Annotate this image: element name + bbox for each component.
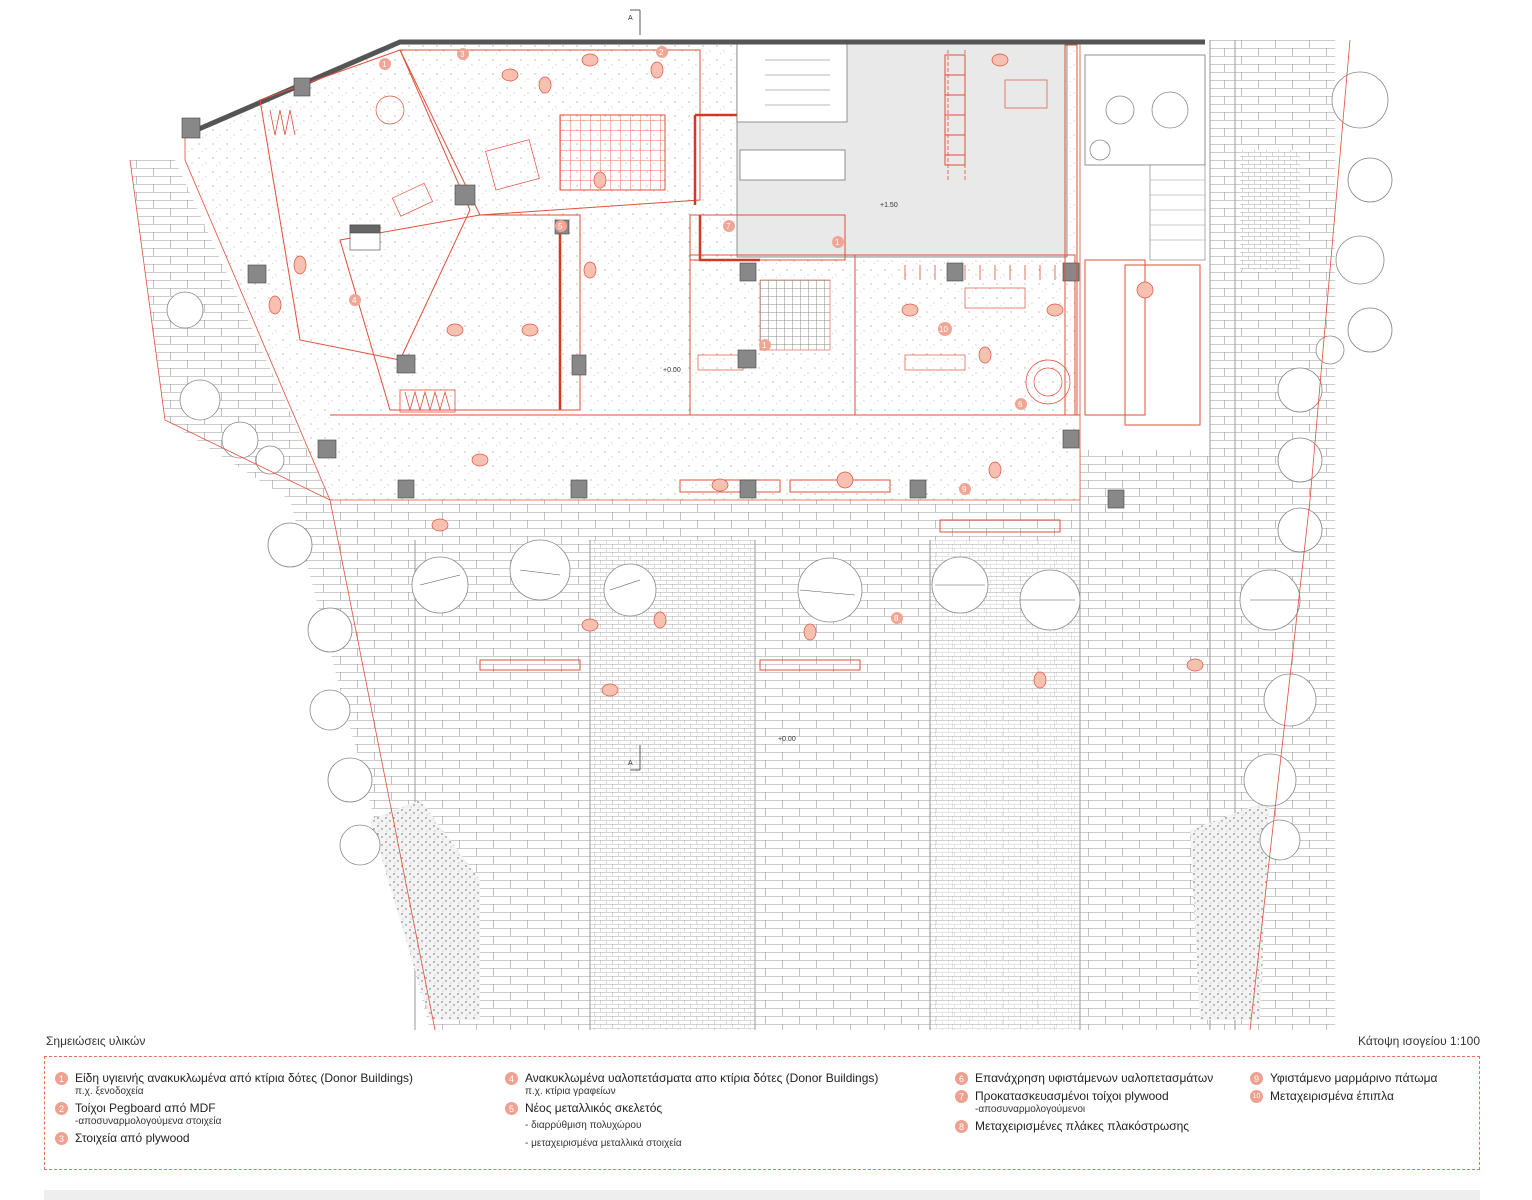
callout-7: 7 — [726, 222, 731, 231]
legend-text: Νέος μεταλλικός σκελετός — [525, 1101, 663, 1115]
legend-text: Ανακυκλωμένα υαλοπετάσματα απο κτίρια δό… — [525, 1071, 879, 1085]
legend-text: Μεταχειρισμένα έπιπλα — [1270, 1089, 1394, 1103]
legend-item: 5 Νέος μεταλλικός σκελετός — [505, 1101, 878, 1116]
callout-9: 9 — [962, 485, 967, 494]
legend-number: 9 — [1250, 1072, 1263, 1085]
legend-text: Επανάχρηση υφιστάμενων υαλοπετασμάτων — [975, 1071, 1214, 1085]
legend-number: 4 — [505, 1072, 518, 1085]
legend-item: - μεταχειρισμένα μεταλλικά στοιχεία — [505, 1138, 878, 1150]
legend-subtext: π.χ. κτίρια γραφείων — [525, 1086, 616, 1097]
legend-item: - διαρρύθμιση πολυχώρου — [505, 1120, 878, 1132]
legend-number: 2 — [55, 1102, 68, 1115]
legend-text: Προκατασκευασμένοι τοίχοι plywood — [975, 1089, 1169, 1103]
callout-2: 2 — [659, 48, 664, 57]
section-mark-bottom: A — [628, 760, 633, 767]
legend-text: - διαρρύθμιση πολυχώρου — [525, 1120, 642, 1131]
level-label-upper: +1.50 — [880, 202, 898, 209]
legend-column-3: 6 Επανάχρηση υφιστάμενων υαλοπετασμάτων … — [955, 1071, 1213, 1137]
legend-text: Είδη υγιεινής ανακυκλωμένα από κτίρια δό… — [75, 1071, 414, 1085]
callout-1-kitchen: 1 — [762, 341, 767, 350]
legend-subtext: -αποσυναρμολογούμενα στοιχεία — [75, 1116, 222, 1127]
legend-text: Μεταχειρισμένες πλάκες πλακόστρωσης — [975, 1119, 1190, 1133]
footer-strip — [44, 1190, 1480, 1200]
callout-5: 5 — [558, 222, 563, 231]
section-markers — [630, 9, 641, 771]
section-mark-top: A — [628, 15, 633, 22]
legend-item: 3 Στοιχεία από plywood — [55, 1131, 413, 1146]
legend-text: Υφιστάμενο μαρμάρινο πάτωμα — [1270, 1071, 1438, 1085]
legend-title: Σημειώσεις υλικών — [46, 1034, 146, 1048]
legend-item: 8 Μεταχειρισμένες πλάκες πλακόστρωσης — [955, 1119, 1213, 1134]
callout-10: 10 — [939, 325, 948, 334]
legend-subtext: π.χ. ξενοδοχεία — [75, 1086, 144, 1097]
materials-legend: 1 Είδη υγιεινής ανακυκλωμένα από κτίρια … — [44, 1056, 1480, 1170]
legend-number: 7 — [955, 1090, 968, 1103]
legend-item: 1 Είδη υγιεινής ανακυκλωμένα από κτίρια … — [55, 1071, 413, 1098]
callout-6: 6 — [1018, 400, 1023, 409]
legend-number: 8 — [955, 1120, 968, 1133]
legend-item: 10 Μεταχειρισμένα έπιπλα — [1250, 1089, 1437, 1104]
legend-number: 6 — [955, 1072, 968, 1085]
people — [268, 53, 1204, 697]
legend-number: 5 — [505, 1102, 518, 1115]
legend-item: 9 Υφιστάμενο μαρμάρινο πάτωμα — [1250, 1071, 1437, 1086]
callout-4: 4 — [352, 296, 357, 305]
legend-number: 1 — [55, 1072, 68, 1085]
legend-column-2: 4 Ανακυκλωμένα υαλοπετάσματα απο κτίρια … — [505, 1071, 878, 1153]
callout-3: 3 — [460, 50, 465, 59]
legend-item: 6 Επανάχρηση υφιστάμενων υαλοπετασμάτων — [955, 1071, 1213, 1086]
floor-plan-drawing: A A +1.50 +0.00 +0.00 1 2 3 4 5 6 7 8 9 … — [129, 9, 1393, 1030]
level-label-street: +0.00 — [778, 736, 796, 743]
legend-text: - μεταχειρισμένα μεταλλικά στοιχεία — [525, 1138, 682, 1149]
callout-1: 1 — [382, 60, 387, 69]
callout-markers: 1 2 3 4 5 6 7 8 9 10 1 1 — [349, 46, 1027, 624]
legend-subtext: -αποσυναρμολογούμενοι — [975, 1104, 1086, 1115]
callout-1-wc: 1 — [835, 238, 840, 247]
legend-number: 10 — [1250, 1090, 1263, 1103]
legend-text: Στοιχεία από plywood — [75, 1131, 190, 1145]
drawing-title: Κάτοψη ισογείου 1:100 — [1358, 1034, 1480, 1048]
legend-item: 2 Τοίχοι Pegboard από MDF -αποσυναρμολογ… — [55, 1101, 413, 1128]
legend-column-4: 9 Υφιστάμενο μαρμάρινο πάτωμα 10 Μεταχει… — [1250, 1071, 1437, 1107]
paved-streets — [130, 40, 1335, 1030]
callout-8: 8 — [894, 614, 899, 623]
legend-column-1: 1 Είδη υγιεινής ανακυκλωμένα από κτίρια … — [55, 1071, 413, 1149]
legend-item: 4 Ανακυκλωμένα υαλοπετάσματα απο κτίρια … — [505, 1071, 878, 1098]
legend-text: Τοίχοι Pegboard από MDF — [75, 1101, 216, 1115]
level-label-ground: +0.00 — [663, 367, 681, 374]
legend-item: 7 Προκατασκευασμένοι τοίχοι plywood -απο… — [955, 1089, 1213, 1116]
legend-number: 3 — [55, 1132, 68, 1145]
